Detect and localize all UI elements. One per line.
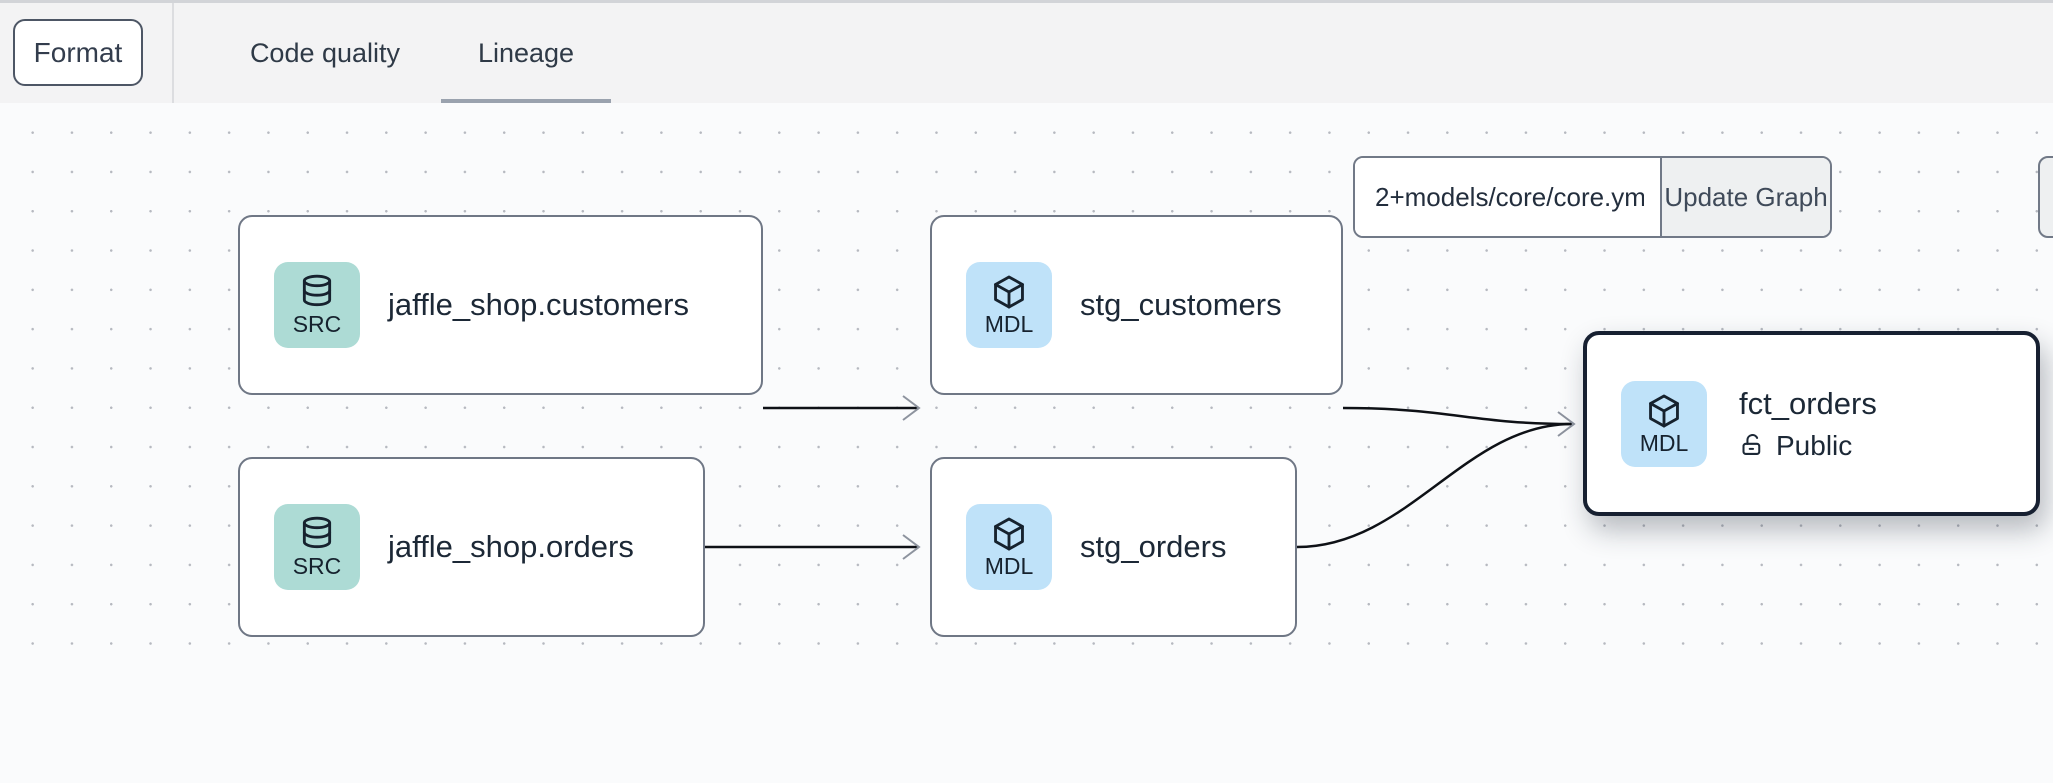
- database-icon: [302, 274, 332, 307]
- source-icon: SRC: [274, 262, 360, 348]
- arrowhead-icon: [1557, 411, 1576, 437]
- update-graph-button[interactable]: Update Graph: [1662, 158, 1830, 236]
- node-label: jaffle_shop.orders: [388, 529, 634, 564]
- node-stg-customers[interactable]: MDL stg_customers: [930, 215, 1343, 395]
- node-type-badge: MDL: [984, 311, 1034, 337]
- database-icon: [302, 516, 332, 549]
- node-fct-orders[interactable]: MDL fct_orders Public: [1583, 331, 2040, 516]
- lock-open-icon: [1742, 434, 1761, 455]
- clipped-toolbar-button[interactable]: [2038, 156, 2053, 238]
- source-icon: SRC: [274, 504, 360, 590]
- node-label: stg_orders: [1080, 529, 1227, 564]
- cube-icon: [994, 275, 1024, 309]
- node-label: stg_customers: [1080, 287, 1282, 322]
- node-label: jaffle_shop.customers: [388, 287, 689, 322]
- cube-icon: [1649, 394, 1679, 427]
- node-type-badge: SRC: [292, 553, 342, 579]
- graph-selector-group: Update Graph: [1353, 156, 1832, 238]
- node-type-badge: MDL: [1639, 429, 1689, 456]
- access-label: Public: [1776, 429, 1853, 461]
- top-toolbar: Format Code quality Lineage: [0, 0, 2053, 107]
- model-icon: MDL: [966, 504, 1052, 590]
- arrowhead-icon: [902, 395, 921, 421]
- selector-divider: [1660, 158, 1662, 236]
- model-icon: MDL: [1621, 380, 1707, 467]
- cube-icon: [994, 517, 1024, 551]
- arrowhead-icon: [902, 534, 921, 560]
- node-label: fct_orders: [1739, 385, 1877, 421]
- model-icon: MDL: [966, 262, 1052, 348]
- edge-stg-customers-to-fct: [1342, 406, 1573, 426]
- node-type-badge: MDL: [984, 553, 1034, 579]
- node-stg-orders[interactable]: MDL stg_orders: [930, 457, 1297, 637]
- tab-lineage[interactable]: Lineage: [477, 37, 575, 68]
- edge-stg-orders-to-fct: [1296, 422, 1573, 549]
- tab-code-quality[interactable]: Code quality: [249, 37, 401, 68]
- node-jaffle-shop-orders[interactable]: SRC jaffle_shop.orders: [238, 457, 705, 637]
- toolbar-divider: [172, 3, 174, 106]
- node-type-badge: SRC: [292, 311, 342, 337]
- access-level: Public: [1739, 430, 1877, 462]
- node-jaffle-shop-customers[interactable]: SRC jaffle_shop.customers: [238, 215, 763, 395]
- format-button[interactable]: Format: [13, 19, 143, 86]
- selector-input[interactable]: [1355, 158, 1660, 236]
